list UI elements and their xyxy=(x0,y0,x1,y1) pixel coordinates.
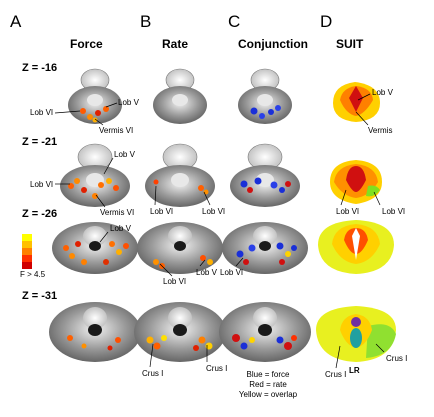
label-r1-suit-vermis: Vermis xyxy=(368,126,393,135)
label-r2-force-vermis: Vermis VI xyxy=(100,208,135,217)
brain-row2-force xyxy=(60,143,130,207)
column-title-suit: SUIT xyxy=(336,37,364,51)
brain-row4-rate xyxy=(134,302,226,362)
annotation-arrows xyxy=(54,93,385,369)
panel-letter-c: C xyxy=(228,12,241,31)
label-r2-suit-lobvi-right: Lob VI xyxy=(382,207,406,216)
column-title-rate: Rate xyxy=(162,37,189,51)
label-r3-conj-lobvi: Lob VI xyxy=(220,268,244,277)
label-r4-suit-crus-left: Crus I xyxy=(325,370,347,379)
label-r3-rate-lobv: Lob V xyxy=(196,268,217,277)
label-r1-force-vermis: Vermis VI xyxy=(99,126,134,135)
label-r2-suit-lobvi-left: Lob VI xyxy=(336,207,360,216)
brain-row3-force xyxy=(52,222,138,274)
label-r4-rate-crus-right: Crus I xyxy=(206,364,228,373)
column-title-conjunction: Conjunction xyxy=(238,37,308,51)
brain-row2-conjunction xyxy=(230,143,300,207)
colorbar-swatch xyxy=(22,255,32,262)
brain-row1-rate xyxy=(153,68,207,124)
label-r2-rate-lobvi-left: Lob VI xyxy=(150,207,174,216)
legend-yellow: Yellow = overlap xyxy=(238,390,298,399)
brain-row3-rate xyxy=(137,222,223,274)
panel-letter-d: D xyxy=(320,12,333,31)
label-r2-rate-lobvi-right: Lob VI xyxy=(202,207,226,216)
label-r1-force-lobvi: Lob VI xyxy=(30,108,54,117)
colorbar-swatch xyxy=(22,241,32,248)
brain-row4-conjunction xyxy=(219,302,311,362)
brain-row2-rate xyxy=(145,143,215,207)
label-r3-force-lobv: Lob V xyxy=(110,224,131,233)
conjunction-legend: Blue = force Red = rate Yellow = overlap xyxy=(228,370,308,400)
suit-atlas-row1 xyxy=(333,82,380,122)
label-r4-suit-crus-right: Crus I xyxy=(386,354,408,363)
z-label-row3: Z = -26 xyxy=(22,208,58,220)
z-label-row4: Z = -31 xyxy=(22,290,58,302)
panel-letter-a: A xyxy=(10,12,22,31)
legend-blue: Blue = force xyxy=(246,370,290,379)
colorbar-label: F > 4.5 xyxy=(20,270,46,279)
suit-atlas-row3 xyxy=(318,220,394,274)
colorbar-swatch xyxy=(22,262,32,269)
label-r4-suit-lr: LR xyxy=(349,366,360,375)
colorbar xyxy=(22,234,32,269)
label-r1-suit-lobv: Lob V xyxy=(372,88,393,97)
brain-row1-force xyxy=(68,68,122,124)
label-r2-force-lobv: Lob V xyxy=(114,150,135,159)
colorbar-swatch xyxy=(22,248,32,255)
brain-row4-force xyxy=(49,302,141,362)
brain-row3-conjunction xyxy=(222,222,308,274)
panel-letter-b: B xyxy=(140,12,152,31)
z-label-row2: Z = -21 xyxy=(22,136,58,148)
brain-row1-conjunction xyxy=(238,68,292,124)
column-title-force: Force xyxy=(70,37,103,51)
label-r2-force-lobvi: Lob VI xyxy=(30,180,54,189)
legend-red: Red = rate xyxy=(249,380,287,389)
suit-atlas-row4 xyxy=(316,306,396,362)
label-r4-rate-crus-left: Crus I xyxy=(142,369,164,378)
label-r3-rate-lobvi: Lob VI xyxy=(163,277,187,286)
label-r1-force-lobv: Lob V xyxy=(118,98,139,107)
colorbar-swatch xyxy=(22,234,32,241)
suit-atlas-row2 xyxy=(330,160,382,204)
z-label-row1: Z = -16 xyxy=(22,62,58,74)
